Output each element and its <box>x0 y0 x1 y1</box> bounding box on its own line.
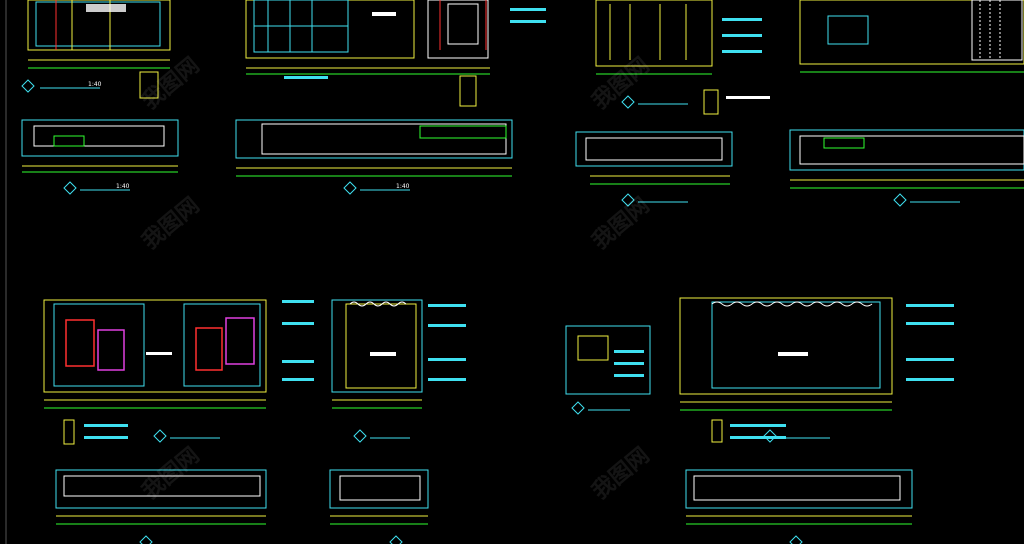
elevation-top-right-b <box>799 0 1024 73</box>
elevation-top-left <box>27 0 171 99</box>
plan-2 <box>235 119 513 177</box>
watermark-text: 我图网 <box>588 443 655 505</box>
title-marker-3: 1:40 <box>343 181 410 195</box>
watermark-logo: 我图网 我图网 我图网 我图网 我图网 我图网 <box>138 53 655 505</box>
elevation-top-right-a <box>595 0 770 115</box>
watermark-text: 我图网 <box>588 193 655 255</box>
title-marker-13 <box>789 535 803 544</box>
plan-bottom-center <box>329 469 429 525</box>
title-marker-7 <box>153 429 220 443</box>
watermark-text: 我图网 <box>138 443 205 505</box>
plan-bottom-left <box>55 469 267 525</box>
title-marker-4 <box>621 95 688 109</box>
title-marker-9 <box>571 401 630 415</box>
plan-3 <box>575 131 733 185</box>
watermark-text: 我图网 <box>138 53 205 115</box>
elevation-top-middle <box>245 0 546 107</box>
title-marker-1: 1:40 <box>21 79 102 93</box>
elevation-mid-right <box>679 297 954 443</box>
scale-label: 1:40 <box>88 81 102 88</box>
watermark-text: 我图网 <box>588 53 655 115</box>
title-marker-12 <box>389 535 403 544</box>
scale-label: 1:40 <box>116 183 130 190</box>
title-marker-2: 1:40 <box>63 181 130 195</box>
title-marker-8 <box>353 429 410 443</box>
title-marker-5 <box>621 193 688 207</box>
watermark-text: 我图网 <box>138 193 205 255</box>
title-marker-10 <box>763 429 830 443</box>
elevation-mid-left <box>43 299 314 445</box>
title-marker-6 <box>893 193 960 207</box>
detail-box <box>565 325 651 395</box>
plan-1 <box>21 119 179 173</box>
elevation-mid-center <box>331 299 466 409</box>
plan-4 <box>789 129 1024 189</box>
scale-label: 1:40 <box>396 183 410 190</box>
title-marker-11 <box>139 535 153 544</box>
plan-bottom-right <box>685 469 913 525</box>
